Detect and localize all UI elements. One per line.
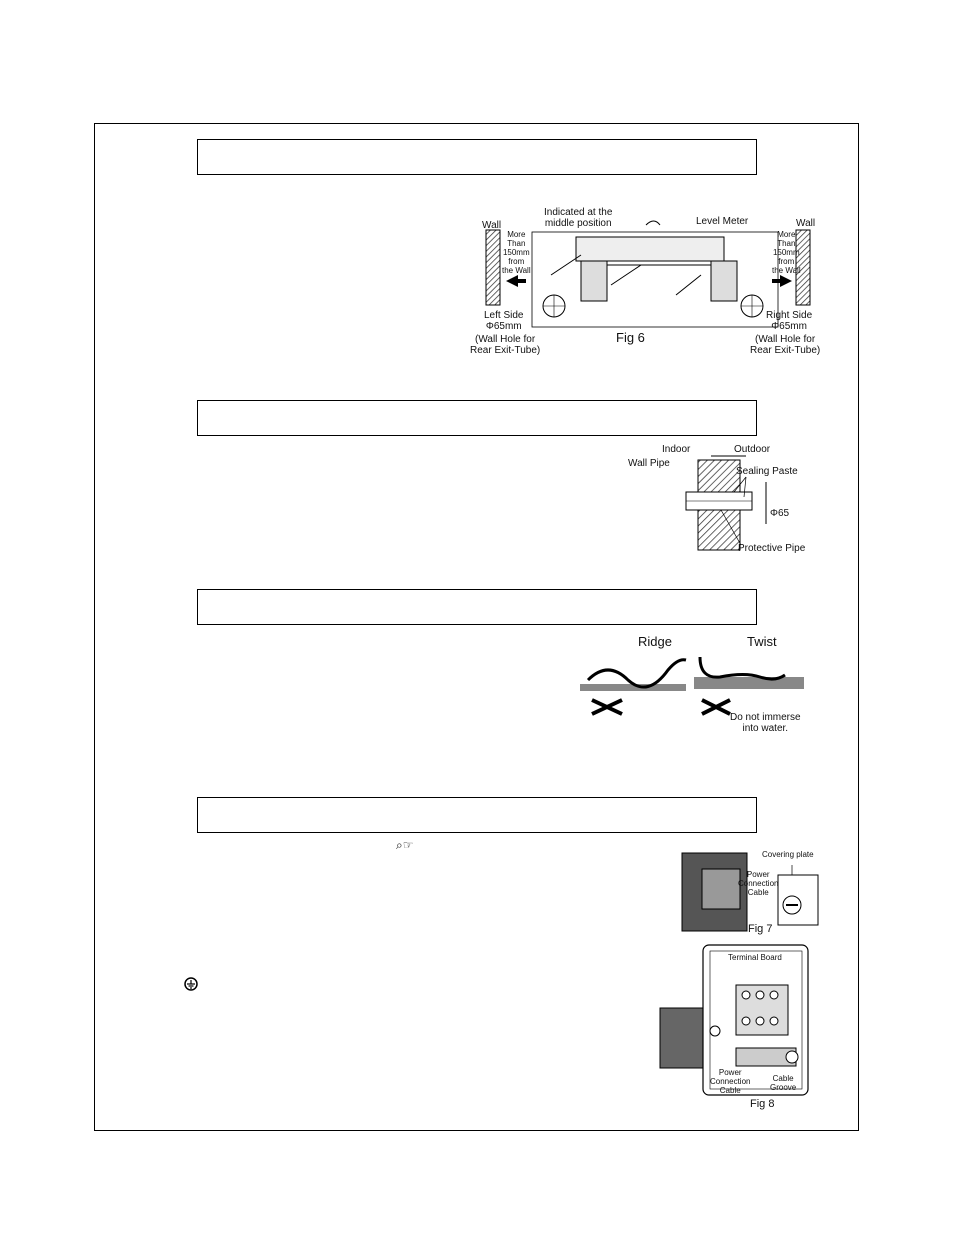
page-frame xyxy=(94,123,859,1131)
inline-glyph: ⌕☞ xyxy=(396,838,414,852)
immerse-note: Do not immerse into water. xyxy=(730,712,801,734)
drain-hose-drawing xyxy=(580,656,804,716)
fig6-middle-label: Indicated at the middle position xyxy=(544,207,613,229)
fig6-left-clearance: More Than 150mm from the Wall xyxy=(502,230,531,275)
fig7-caption: Fig 7 xyxy=(748,923,773,935)
section-header-1 xyxy=(197,139,757,175)
fig6-left-side-label: Left Side Φ65mm xyxy=(484,310,524,332)
section-header-2 xyxy=(197,400,757,436)
wall-pipe-label: Wall Pipe xyxy=(628,458,670,469)
fig8-terminal-board: Terminal Board Power Connection Cable Ca… xyxy=(658,943,813,1113)
ridge-label: Ridge xyxy=(638,634,672,649)
fig6-level-meter-label: Level Meter xyxy=(696,216,749,227)
wall-pipe-figure: Indoor Outdoor Wall Pipe Sealing Paste Φ… xyxy=(626,442,816,560)
diameter-label: Φ65 xyxy=(770,508,790,519)
twist-label: Twist xyxy=(747,634,777,649)
wall-pipe-indoor-label: Indoor xyxy=(662,444,691,455)
fig8-caption: Fig 8 xyxy=(750,1098,775,1110)
drain-hose-figure: Ridge Twist Do not immerse into water. xyxy=(578,632,808,737)
fig7-drawing xyxy=(681,852,819,932)
earth-ground-icon xyxy=(184,977,198,991)
fig7-power-cable-label: Power Connection Cable xyxy=(738,870,779,897)
fig6-right-side-label: Right Side Φ65mm xyxy=(766,310,813,332)
fig6-right-clearance: More Than 150mm from the Wall xyxy=(772,230,801,275)
fig6-mounting-plate: Wall Wall Indicated at the middle positi… xyxy=(466,203,826,363)
section-header-3 xyxy=(197,589,757,625)
fig8-drawing xyxy=(659,944,809,1096)
sealing-paste-label: Sealing Paste xyxy=(736,466,798,477)
fig8-power-cable-label: Power Connection Cable xyxy=(710,1068,751,1095)
fig6-caption: Fig 6 xyxy=(616,330,645,345)
wall-pipe-outdoor-label: Outdoor xyxy=(734,444,771,455)
fig6-wall-right-label: Wall xyxy=(796,218,816,229)
fig6-right-hole-label: (Wall Hole for Rear Exit-Tube) xyxy=(750,334,821,356)
fig6-left-hole-label: (Wall Hole for Rear Exit-Tube) xyxy=(470,334,541,356)
section-header-4 xyxy=(197,797,757,833)
cable-groove-label: Cable Groove xyxy=(770,1074,797,1092)
wall-pipe-drawing xyxy=(685,455,767,551)
fig6-wall-left-label: Wall xyxy=(482,220,502,231)
fig6-drawing xyxy=(485,220,811,328)
terminal-board-label: Terminal Board xyxy=(728,953,782,962)
protective-pipe-label: Protective Pipe xyxy=(738,543,806,554)
fig7-covering-plate: Covering plate Power Connection Cable Fi… xyxy=(680,845,825,940)
covering-plate-label: Covering plate xyxy=(762,850,814,859)
